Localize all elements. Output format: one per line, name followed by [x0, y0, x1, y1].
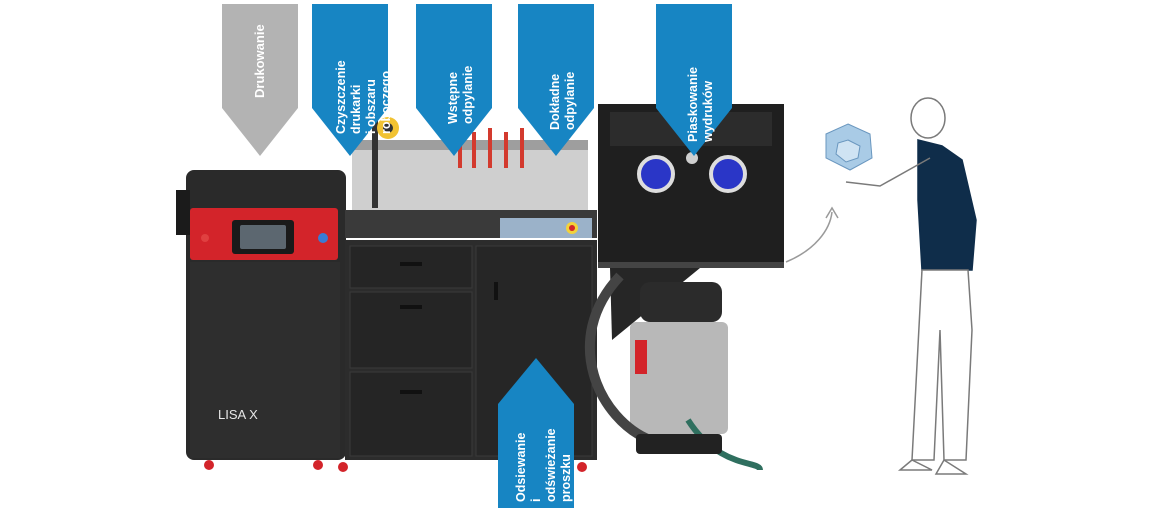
person-figure [845, 97, 977, 475]
stage-ribbon-sieving: Odsiewanie i odświeżanie proszku [498, 358, 574, 508]
stage-label-sieving: Odsiewanie i odświeżanie proszku [514, 428, 573, 502]
stage-label-pre-depowder: Wstępne odpylanie [446, 65, 475, 124]
sandblast-cabinet [598, 104, 784, 340]
stage-label-fine-depowder: Dokładne odpylanie [548, 71, 577, 130]
printed-part-icon [825, 123, 873, 171]
vacuum-unit [584, 272, 763, 472]
stage-label-printing: Drukowanie [252, 24, 267, 98]
flow-arrow [785, 211, 833, 263]
stage-ribbon-sandblast: Piaskowanie wydruków [656, 4, 732, 156]
stage-ribbon-printing: Drukowanie [222, 4, 298, 156]
stage-label-cleaning: Czyszczenie drukarki i obszaru roboczego [334, 60, 393, 134]
stage-ribbon-cleaning: Czyszczenie drukarki i obszaru roboczego [312, 4, 393, 156]
printer-brand-label: LISA X [218, 407, 258, 422]
printer-unit: LISA X [176, 170, 346, 470]
stage-label-sandblast: Piaskowanie wydruków [686, 66, 715, 142]
stage-ribbon-fine-depowder: Dokładne odpylanie [518, 4, 594, 156]
stage-ribbon-pre-depowder: Wstępne odpylanie [416, 4, 492, 156]
